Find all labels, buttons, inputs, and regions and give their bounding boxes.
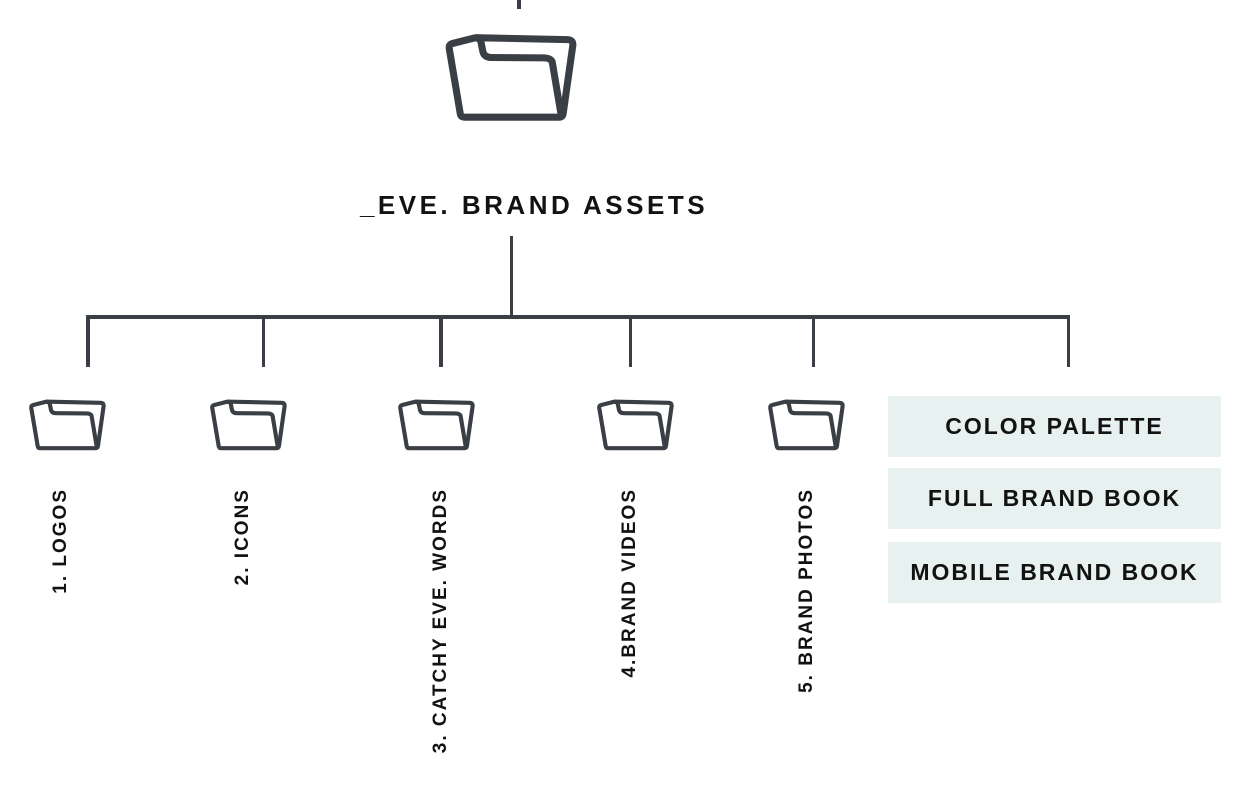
subfolder-label-catchy-eve-words: 3. CATCHY EVE. WORDS (430, 488, 451, 754)
subfolder-label-brand-videos: 4.BRAND VIDEOS (619, 488, 640, 678)
subfolder-label-logos: 1. LOGOS (50, 488, 71, 594)
open-folder-icon (393, 396, 481, 458)
document-label: MOBILE BRAND BOOK (910, 559, 1199, 585)
document-label: COLOR PALETTE (945, 413, 1164, 439)
drop-line-1 (86, 315, 90, 367)
drop-line-6 (1066, 315, 1070, 367)
open-folder-icon (592, 396, 680, 458)
horizontal-connector-line (86, 315, 1070, 319)
open-folder-icon (24, 396, 112, 458)
drop-line-5 (811, 315, 815, 367)
root-folder-label: _EVE. BRAND ASSETS (359, 190, 709, 220)
subfolder-label-icons: 2. ICONS (232, 488, 253, 586)
drop-line-4 (628, 315, 632, 367)
root-trunk-line (509, 236, 513, 317)
open-folder-icon (437, 28, 587, 134)
document-item-color-palette: COLOR PALETTE (888, 396, 1221, 457)
open-folder-icon (763, 396, 851, 458)
document-item-full-brand-book: FULL BRAND BOOK (888, 468, 1221, 529)
drop-line-3 (439, 315, 443, 367)
drop-line-2 (261, 315, 265, 367)
subfolder-label-brand-photos: 5. BRAND PHOTOS (796, 488, 817, 693)
top-stub-line (517, 0, 521, 9)
open-folder-icon (205, 396, 293, 458)
document-label: FULL BRAND BOOK (927, 485, 1182, 511)
document-item-mobile-brand-book: MOBILE BRAND BOOK (888, 542, 1221, 603)
